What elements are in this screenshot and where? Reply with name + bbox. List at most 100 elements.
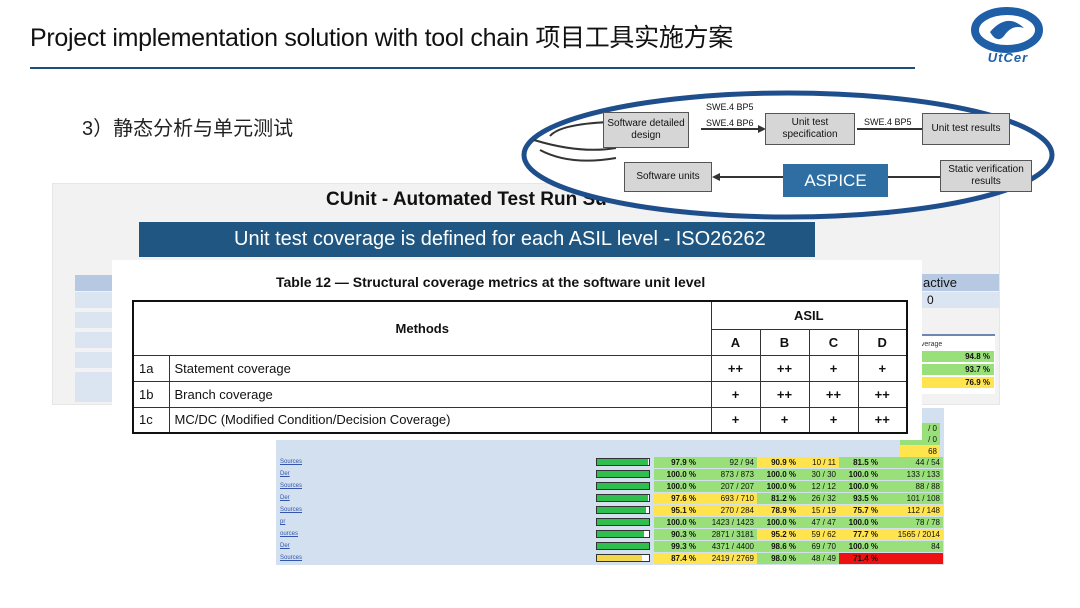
- branch-coverage-count: [881, 553, 943, 564]
- function-coverage-count: 47 / 47: [799, 517, 839, 528]
- table-row: 1b Branch coverage + ++ ++ ++: [132, 380, 908, 408]
- line-coverage-count: 270 / 284: [699, 505, 757, 516]
- rating-cell: ++: [808, 380, 859, 408]
- method-id: 1c: [132, 406, 170, 434]
- slide-title: Project implementation solution with too…: [30, 24, 733, 52]
- aspice-badge: ASPICE: [783, 164, 888, 197]
- rating-cell: +: [759, 406, 810, 434]
- function-coverage-pct: 100.0 %: [757, 481, 799, 492]
- title-rule: [30, 67, 915, 69]
- asil-banner: Unit test coverage is defined for each A…: [139, 222, 815, 257]
- process-box-detailed-design: Software detailed design: [603, 112, 689, 148]
- branch-coverage-pct: 100.0 %: [839, 481, 881, 492]
- function-coverage-count: 12 / 12: [799, 481, 839, 492]
- branch-coverage-count: 101 / 108: [881, 493, 943, 504]
- branch-coverage-pct: 77.7 %: [839, 529, 881, 540]
- branch-coverage-count: 84: [881, 541, 943, 552]
- coverage-metrics-table: Methods ASIL A B C D 1a Statement covera…: [132, 300, 908, 434]
- report-file-link[interactable]: Der: [280, 495, 290, 501]
- report-left-row: [75, 332, 115, 348]
- report-file-link[interactable]: Sources: [280, 483, 303, 489]
- coverage-bar-fill: [597, 495, 648, 501]
- branch-coverage-pct: 100.0 %: [839, 469, 881, 480]
- line-coverage-pct: 100.0 %: [654, 469, 699, 480]
- branch-coverage-count: 133 / 133: [881, 469, 943, 480]
- line-coverage-count: 693 / 710: [699, 493, 757, 504]
- asil-level-a: A: [710, 328, 761, 356]
- report-file-link[interactable]: pr: [280, 519, 286, 525]
- coverage-bar: [596, 542, 650, 550]
- line-coverage-pct: 97.9 %: [654, 457, 699, 468]
- table-row: 1a Statement coverage ++ ++ + +: [132, 354, 908, 382]
- function-coverage-pct: 90.9 %: [757, 457, 799, 468]
- method-name: Statement coverage: [168, 354, 712, 382]
- coverage-bar-fill: [597, 459, 648, 465]
- coverage-bar-fill: [597, 483, 649, 489]
- function-coverage-pct: 95.2 %: [757, 529, 799, 540]
- function-coverage-count: 48 / 49: [799, 553, 839, 564]
- branch-coverage-pct: 93.5 %: [839, 493, 881, 504]
- rating-cell: ++: [857, 380, 908, 408]
- process-box-unit-test-spec: Unit test specification: [765, 113, 855, 145]
- coverage-summary-value: 93.7 %: [917, 364, 994, 375]
- utcer-logo-icon: [971, 7, 1043, 53]
- method-id: 1a: [132, 354, 170, 382]
- line-coverage-count: 1423 / 1423: [699, 517, 757, 528]
- branch-coverage-pct: 75.7 %: [839, 505, 881, 516]
- process-box-unit-test-results: Unit test results: [922, 113, 1010, 145]
- report-file-link[interactable]: Sources: [280, 507, 303, 513]
- line-coverage-count: 4371 / 4400: [699, 541, 757, 552]
- rating-cell: ++: [857, 406, 908, 434]
- coverage-bar: [596, 554, 650, 562]
- report-file-link[interactable]: Der: [280, 471, 290, 477]
- rating-cell: ++: [710, 354, 761, 382]
- report-file-link[interactable]: Sources: [280, 555, 303, 561]
- branch-coverage-pct: 100.0 %: [839, 541, 881, 552]
- report-file-link[interactable]: ources: [280, 531, 299, 537]
- process-box-static-verification: Static verification results: [940, 160, 1032, 192]
- active-value: 0: [915, 292, 999, 308]
- process-box-software-units: Software units: [624, 162, 712, 192]
- line-coverage-pct: 95.1 %: [654, 505, 699, 516]
- report-file-link[interactable]: Der: [280, 543, 290, 549]
- function-coverage-count: 10 / 11: [799, 457, 839, 468]
- coverage-bar: [596, 494, 650, 502]
- rating-cell: +: [710, 380, 761, 408]
- bp-label: SWE.4 BP5: [706, 102, 754, 112]
- coverage-bar-fill: [597, 507, 647, 513]
- line-coverage-count: 207 / 207: [699, 481, 757, 492]
- methods-header: Methods: [132, 300, 712, 356]
- rating-cell: +: [710, 406, 761, 434]
- branch-coverage-count: 78 / 78: [881, 517, 943, 528]
- branch-coverage-count: 112 / 148: [881, 505, 943, 516]
- report-left-row: [75, 386, 115, 402]
- asil-level-c: C: [808, 328, 859, 356]
- function-coverage-pct: 98.0 %: [757, 553, 799, 564]
- report-left-row: [75, 292, 115, 308]
- logo-text: UtCer: [987, 50, 1029, 65]
- cunit-title: CUnit - Automated Test Run Su: [326, 189, 607, 210]
- branch-coverage-pct: 71.4 %: [839, 553, 881, 564]
- line-coverage-count: 2871 / 3181: [699, 529, 757, 540]
- rating-cell: ++: [759, 380, 810, 408]
- function-coverage-count: 59 / 62: [799, 529, 839, 540]
- line-coverage-pct: 90.3 %: [654, 529, 699, 540]
- coverage-bar: [596, 530, 650, 538]
- branch-coverage-count: 88 / 88: [881, 481, 943, 492]
- active-header: active: [915, 274, 999, 291]
- rating-cell: +: [808, 354, 859, 382]
- function-coverage-pct: 100.0 %: [757, 517, 799, 528]
- coverage-bar-fill: [597, 531, 644, 537]
- method-id: 1b: [132, 380, 170, 408]
- asil-header: ASIL: [710, 300, 908, 330]
- bp-label: SWE.4 BP5: [864, 117, 912, 127]
- report-file-link[interactable]: Sources: [280, 459, 303, 465]
- coverage-bar-fill: [597, 543, 649, 549]
- line-coverage-pct: 100.0 %: [654, 517, 699, 528]
- bp-label: SWE.4 BP6: [706, 118, 754, 128]
- line-coverage-pct: 87.4 %: [654, 553, 699, 564]
- line-coverage-count: 92 / 94: [699, 457, 757, 468]
- method-name: MC/DC (Modified Condition/Decision Cover…: [168, 406, 712, 434]
- coverage-summary-value: 76.9 %: [917, 377, 994, 388]
- branch-coverage-pct: 81.5 %: [839, 457, 881, 468]
